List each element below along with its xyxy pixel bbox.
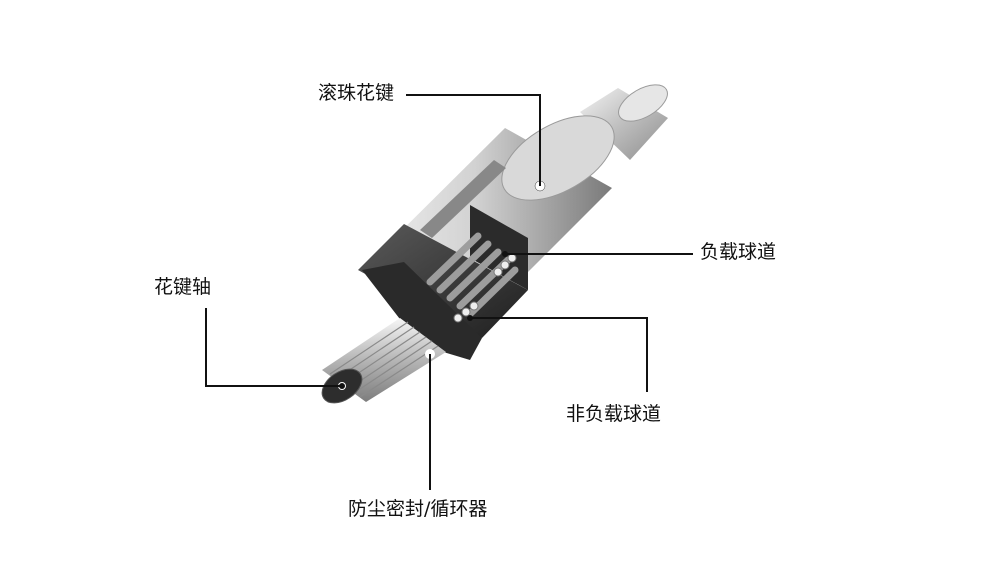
callout-line-ball-spline	[406, 94, 541, 186]
callout-line-nonload-groove	[470, 317, 648, 392]
label-load-groove: 负载球道	[700, 241, 777, 263]
ball-rows	[426, 232, 519, 323]
callout-lines	[205, 94, 693, 490]
label-seal-retainer: 防尘密封/循环器	[348, 498, 488, 520]
shaft-upper-end	[580, 84, 668, 160]
callout-line-spline-shaft	[205, 308, 342, 387]
label-ball-spline: 滚珠花键	[318, 82, 395, 104]
callout-dots	[339, 251, 508, 389]
label-nonload-groove: 非负载球道	[566, 403, 662, 425]
label-spline-shaft: 花键轴	[154, 276, 212, 298]
